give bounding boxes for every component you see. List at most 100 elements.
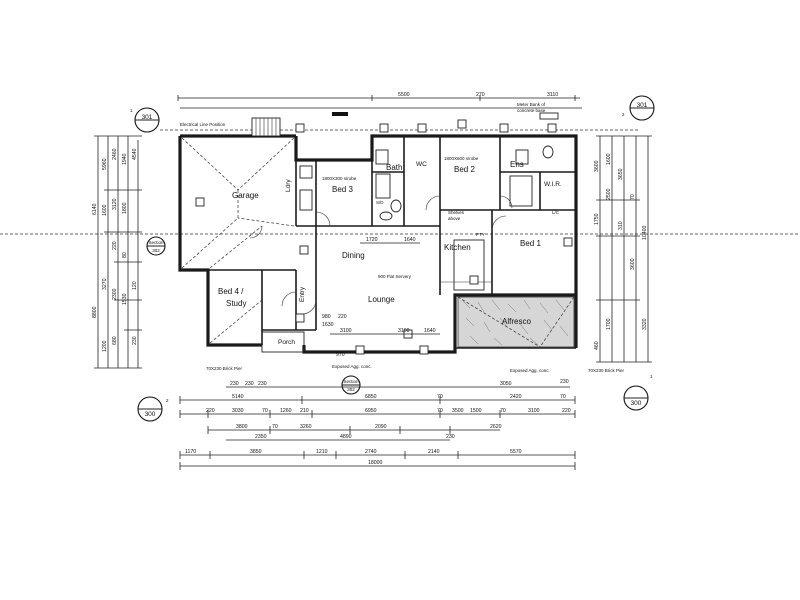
- svg-text:70X230 Brick Pier: 70X230 Brick Pier: [588, 368, 625, 373]
- svg-text:3800: 3800: [236, 424, 248, 430]
- svg-text:3100: 3100: [398, 328, 410, 334]
- svg-text:1630: 1630: [322, 322, 334, 328]
- room-label-bed1: Bed 1: [520, 239, 541, 248]
- svg-text:3650: 3650: [618, 168, 624, 180]
- room-label-alfresco: Alfresco: [502, 317, 531, 326]
- svg-text:310: 310: [618, 221, 624, 230]
- bubble-tag: 2: [166, 398, 169, 403]
- svg-text:1800: 1800: [122, 202, 128, 214]
- section-marker-bottom: Section 302: [341, 375, 361, 395]
- svg-text:3120: 3120: [112, 198, 118, 210]
- svg-text:3320: 3320: [642, 318, 648, 330]
- svg-text:3270: 3270: [102, 278, 108, 290]
- svg-text:Electrical Line Position: Electrical Line Position: [180, 122, 226, 127]
- svg-text:70: 70: [630, 194, 636, 200]
- svg-text:3030: 3030: [232, 408, 244, 414]
- svg-text:Shelves: Shelves: [448, 210, 465, 215]
- svg-text:220: 220: [112, 241, 118, 250]
- svg-text:1600: 1600: [102, 204, 108, 216]
- svg-text:5570: 5570: [510, 449, 522, 455]
- svg-text:3110: 3110: [547, 92, 558, 98]
- svg-text:230: 230: [245, 381, 254, 387]
- bubble-tag: 2: [622, 112, 625, 117]
- svg-text:1800X300 s/robe: 1800X300 s/robe: [322, 176, 357, 181]
- svg-text:S/D: S/D: [376, 200, 384, 205]
- garage-roof-lines: [181, 137, 295, 344]
- reference-bubble-top-left: 301 1: [130, 107, 160, 133]
- svg-text:4890: 4890: [340, 434, 352, 440]
- dimensions-bottom: 230 230 230 3050 230 5140 6850 70 2420 7…: [179, 379, 576, 470]
- room-label-dining: Dining: [342, 251, 365, 260]
- svg-text:302: 302: [347, 387, 355, 392]
- garage-window-unit: [251, 112, 348, 137]
- room-label-ens: Ens: [510, 160, 524, 169]
- svg-text:2460: 2460: [112, 148, 118, 160]
- svg-text:1800X600 s/robe: 1800X600 s/robe: [444, 156, 479, 161]
- svg-text:220: 220: [338, 314, 347, 320]
- room-label-bed2: Bed 2: [454, 165, 475, 174]
- svg-text:2500: 2500: [606, 188, 612, 200]
- svg-text:70X230 Brick Pier: 70X230 Brick Pier: [206, 366, 243, 371]
- svg-text:1640: 1640: [404, 237, 416, 243]
- svg-text:220: 220: [206, 408, 215, 414]
- room-label-kitchen: Kitchen: [444, 243, 471, 252]
- reference-bubble-top-right: 301 2: [622, 95, 655, 121]
- svg-text:3850: 3850: [250, 449, 262, 455]
- svg-text:Meter Bank of: Meter Bank of: [517, 102, 546, 107]
- svg-text:980: 980: [322, 314, 331, 320]
- svg-text:230: 230: [258, 381, 267, 387]
- svg-text:3050: 3050: [500, 381, 512, 387]
- svg-text:230: 230: [446, 434, 455, 440]
- svg-text:L/C: L/C: [552, 210, 560, 215]
- svg-text:970: 970: [336, 352, 345, 358]
- svg-text:230: 230: [132, 336, 138, 345]
- svg-text:above: above: [448, 216, 461, 221]
- svg-text:5140: 5140: [232, 394, 244, 400]
- svg-text:270: 270: [476, 92, 485, 98]
- bathroom-fixtures: [299, 145, 554, 221]
- svg-text:70: 70: [560, 394, 566, 400]
- svg-text:1940: 1940: [122, 153, 128, 165]
- svg-text:3600: 3600: [594, 160, 600, 172]
- svg-text:3600: 3600: [630, 258, 636, 270]
- svg-text:70: 70: [262, 408, 268, 414]
- bubble-tag: 1: [650, 374, 653, 379]
- svg-text:4540: 4540: [132, 148, 138, 160]
- svg-text:6850: 6850: [365, 394, 377, 400]
- room-label-laundry: Ldry: [285, 179, 292, 192]
- room-label-wir: W.I.R.: [544, 181, 562, 188]
- room-label-garage: Garage: [232, 191, 259, 200]
- svg-text:70: 70: [272, 424, 278, 430]
- svg-text:3100: 3100: [528, 408, 540, 414]
- svg-text:900 Flat Servery: 900 Flat Servery: [378, 274, 412, 279]
- svg-text:1640: 1640: [424, 328, 436, 334]
- svg-text:2350: 2350: [255, 434, 267, 440]
- internal-walls: [180, 136, 576, 353]
- room-label-entry: Entry: [299, 286, 306, 302]
- svg-text:Exposed Agg. conc.: Exposed Agg. conc.: [332, 364, 372, 369]
- svg-text:302: 302: [152, 248, 160, 253]
- bubble-label: 301: [142, 114, 153, 121]
- svg-text:120: 120: [132, 281, 138, 290]
- svg-text:680: 680: [112, 336, 118, 345]
- svg-text:1200: 1200: [102, 340, 108, 352]
- svg-text:70: 70: [437, 394, 443, 400]
- svg-text:220: 220: [562, 408, 571, 414]
- bubble-label: 301: [637, 102, 648, 109]
- room-label-porch: Porch: [278, 339, 295, 346]
- svg-text:1260: 1260: [280, 408, 292, 414]
- svg-text:Section: Section: [148, 240, 164, 245]
- dimensions-left: 6140 8800 5960 1600 3270 2460 3120 220 2…: [92, 135, 142, 369]
- svg-text:1210: 1210: [316, 449, 328, 455]
- svg-text:230: 230: [560, 379, 569, 385]
- alfresco-hatch: [457, 296, 575, 348]
- svg-text:70: 70: [437, 408, 443, 414]
- svg-text:2090: 2090: [375, 424, 387, 430]
- svg-text:210: 210: [300, 408, 309, 414]
- room-labels: Garage Ldry Bed 3 Bath WC Bed 2 Ens W.I.…: [218, 160, 562, 346]
- plan-notes: Electrical Line Position 1800X300 s/robe…: [180, 122, 625, 373]
- svg-text:2300: 2300: [112, 288, 118, 300]
- reference-bubble-bottom-right: 300 1: [623, 374, 653, 411]
- room-label-lounge: Lounge: [368, 295, 395, 304]
